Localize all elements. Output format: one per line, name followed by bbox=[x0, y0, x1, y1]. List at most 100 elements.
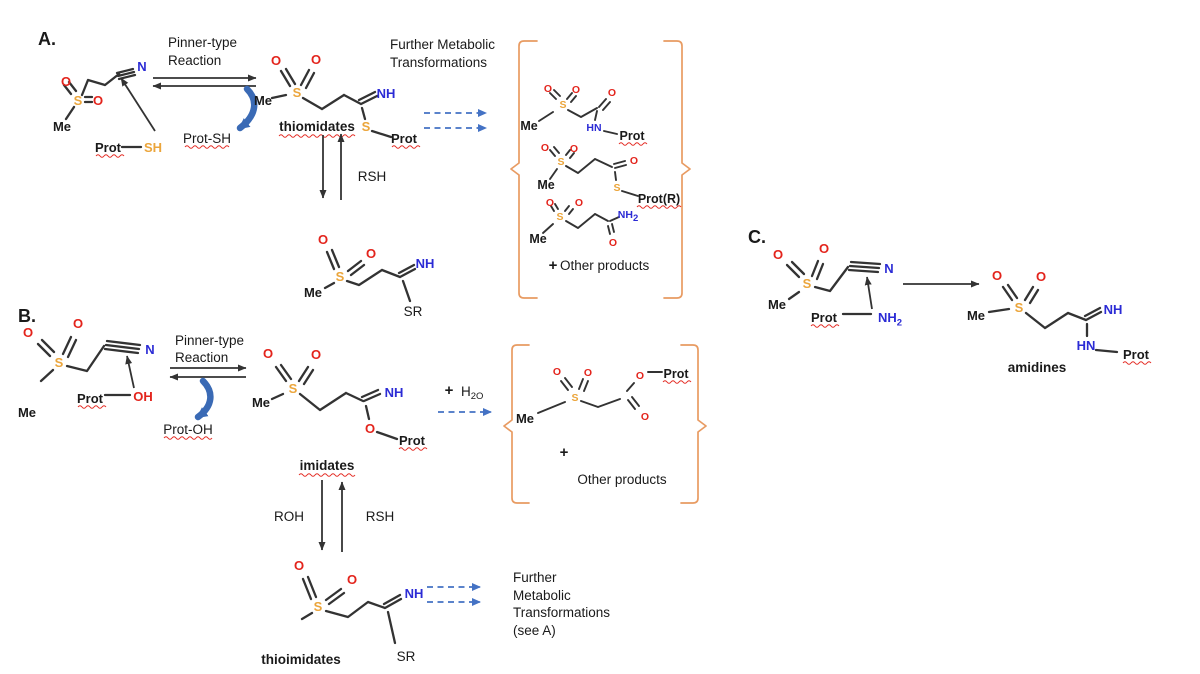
sulfur-atom: S bbox=[362, 119, 371, 134]
molecule-primary-amide: Me O O S NH2 O bbox=[529, 197, 638, 249]
molecule-a-nitrile: Me O S O N bbox=[53, 59, 147, 134]
oxygen-atom: O bbox=[546, 197, 554, 209]
me-label: Me bbox=[768, 297, 786, 312]
hn-label: HN bbox=[586, 122, 601, 134]
nitrogen-atom: N bbox=[145, 342, 154, 357]
sulfur-atom: S bbox=[556, 211, 563, 223]
squiggle bbox=[618, 142, 648, 146]
molecule-imidate: Me O O S NH O Prot imidates bbox=[252, 346, 428, 477]
hn-label: HN bbox=[1077, 338, 1096, 353]
me-label: Me bbox=[520, 119, 537, 133]
other-products-a: + Other products bbox=[549, 257, 650, 274]
oxygen-atom: O bbox=[271, 53, 281, 68]
bonds bbox=[785, 259, 882, 301]
sulfur-atom: S bbox=[613, 182, 620, 194]
bonds bbox=[542, 203, 620, 235]
oxygen-atom: O bbox=[636, 370, 644, 382]
oxygen-atom: O bbox=[992, 268, 1002, 283]
sulfur-atom: S bbox=[1015, 300, 1024, 315]
molecule-c-nitrile: O O S Me N Prot NH2 bbox=[768, 241, 902, 329]
nitrogen-atom: N bbox=[137, 59, 146, 74]
oxygen-atom: O bbox=[61, 74, 71, 89]
plus-sign: + bbox=[560, 444, 569, 461]
curved-arrow bbox=[194, 377, 214, 421]
rsh-equilibrium-a: RSH bbox=[319, 133, 387, 200]
bonds bbox=[537, 371, 663, 414]
nh-label: NH bbox=[1104, 302, 1123, 317]
molecule-amide-nprot: Me O O S O HN Prot bbox=[520, 83, 648, 146]
me-label: Me bbox=[252, 395, 270, 410]
pinner-label-2: Reaction bbox=[175, 350, 228, 365]
pinner-reaction-b: Pinner-type Reaction Prot-OH bbox=[163, 333, 247, 440]
right-bracket bbox=[663, 40, 691, 299]
oxygen-atom: O bbox=[366, 246, 376, 261]
prot-label: Prot bbox=[391, 131, 418, 146]
oxygen-atom: O bbox=[609, 237, 617, 249]
further-transformations-b: Further Metabolic Transformations (see A… bbox=[427, 570, 610, 638]
nh-label: NH bbox=[377, 86, 396, 101]
squiggle bbox=[391, 145, 421, 149]
squiggle bbox=[398, 447, 428, 451]
molecule-b-nitrile: O O S Me N Prot OH bbox=[18, 316, 155, 420]
plus-sign: + bbox=[445, 382, 454, 399]
bonds bbox=[538, 89, 618, 135]
prot-oh-byproduct: Prot-OH bbox=[163, 422, 213, 437]
molecule-amidine: Me O O S NH HN Prot amidines bbox=[967, 268, 1152, 375]
nh2-label: NH2 bbox=[618, 209, 638, 224]
rsh-label: RSH bbox=[358, 169, 387, 184]
plus-sign: + bbox=[549, 257, 558, 274]
prot-sh-group: Prot SH bbox=[95, 77, 162, 158]
right-bracket bbox=[680, 344, 707, 504]
further-label-4: (see A) bbox=[513, 623, 556, 638]
prot-r-label: Prot(R) bbox=[638, 192, 680, 206]
attack-arrow bbox=[125, 355, 135, 389]
prot-label: Prot bbox=[811, 310, 838, 325]
oxygen-atom: O bbox=[294, 558, 304, 573]
oxygen-atom: O bbox=[575, 197, 583, 209]
section-a: A. Me O S O N Prot SH Pinner-type Reacti… bbox=[38, 29, 691, 319]
oxygen-atom: O bbox=[311, 347, 321, 362]
nh-label: NH bbox=[385, 385, 404, 400]
further-label-2: Transformations bbox=[390, 55, 487, 70]
sr-label: SR bbox=[397, 649, 416, 664]
curved-arrow bbox=[236, 85, 258, 132]
sulfur-atom: S bbox=[74, 93, 83, 108]
me-label: Me bbox=[53, 119, 71, 134]
section-a-label: A. bbox=[38, 29, 56, 49]
attack-arrow bbox=[120, 77, 156, 132]
oxygen-atom: O bbox=[572, 84, 580, 96]
squiggle bbox=[163, 436, 213, 440]
prot-label: Prot bbox=[1123, 347, 1150, 362]
oxygen-atom: O bbox=[365, 421, 375, 436]
me-label: Me bbox=[967, 308, 985, 323]
oxygen-atom: O bbox=[311, 52, 321, 67]
oxygen-atom: O bbox=[773, 247, 783, 262]
bonds bbox=[36, 335, 142, 383]
prot-label: Prot bbox=[77, 391, 104, 406]
sulfur-atom: S bbox=[55, 355, 64, 370]
squiggle bbox=[662, 380, 692, 384]
other-products-label: Other products bbox=[560, 258, 650, 273]
oxygen-atom: O bbox=[23, 325, 33, 340]
nitrogen-atom: N bbox=[884, 261, 893, 276]
sulfur-atom: S bbox=[559, 99, 566, 111]
products-bracket-a: Me O O S O HN Prot Me O O S O S Prot(R) bbox=[510, 40, 691, 299]
squiggle bbox=[1122, 361, 1152, 365]
oxygen-atom: O bbox=[819, 241, 829, 256]
nh-label: NH bbox=[416, 256, 435, 271]
bonds bbox=[323, 248, 417, 303]
oxygen-atom: O bbox=[553, 366, 561, 378]
oxygen-atom: O bbox=[608, 87, 616, 99]
pinner-label-1: Pinner-type bbox=[168, 35, 237, 50]
section-b: B. O O S Me N Prot OH Pinner-type Reacti… bbox=[18, 306, 707, 667]
sulfur-atom: S bbox=[293, 85, 302, 100]
prot-label: Prot bbox=[664, 367, 690, 381]
squiggle bbox=[278, 134, 356, 138]
oxygen-atom: O bbox=[570, 143, 578, 155]
sulfur-atom: S bbox=[557, 156, 564, 168]
me-label: Me bbox=[537, 178, 554, 192]
further-transformations-a: Further Metabolic Transformations bbox=[390, 37, 495, 132]
bonds bbox=[549, 146, 639, 197]
attack-arrow bbox=[864, 276, 873, 310]
sulfur-atom: S bbox=[289, 381, 298, 396]
